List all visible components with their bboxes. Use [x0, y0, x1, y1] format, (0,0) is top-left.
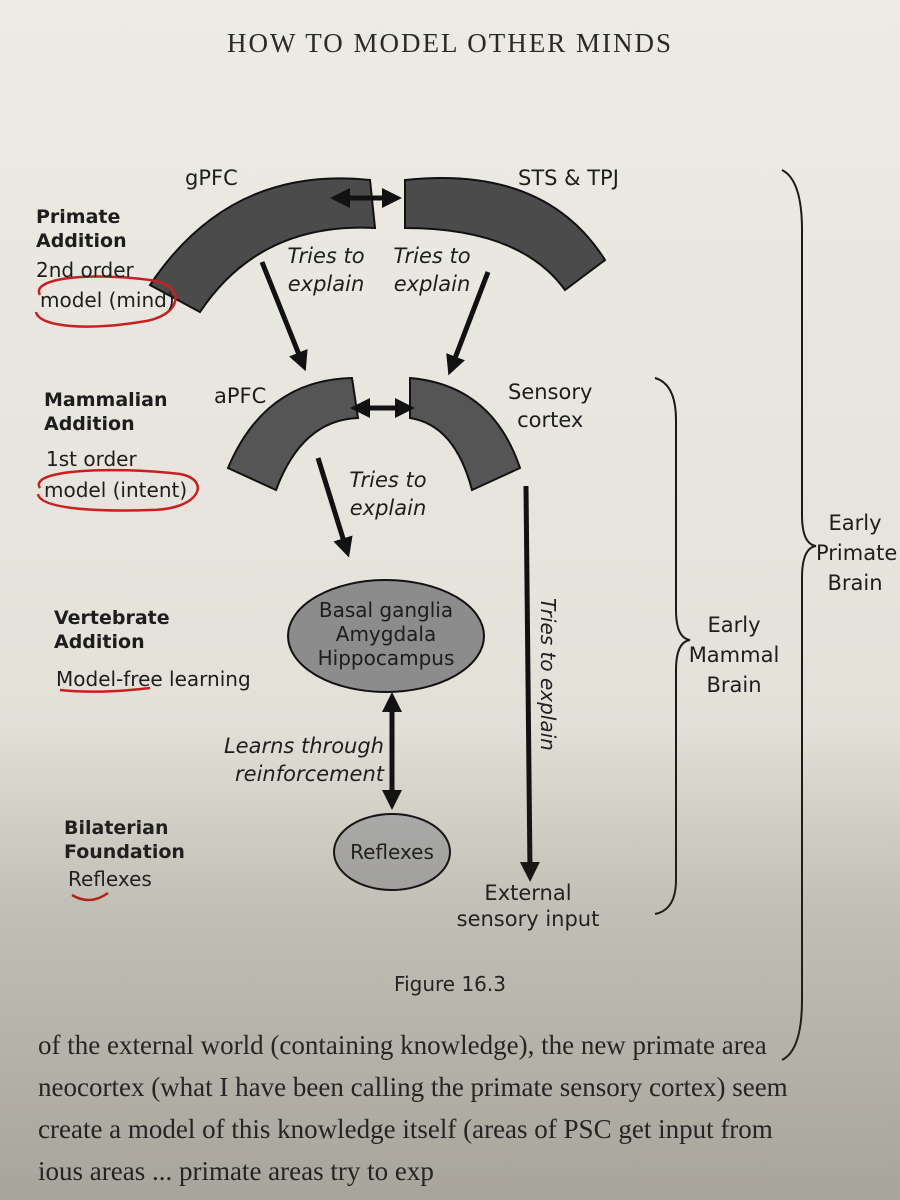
external-input-label: External sensory input	[448, 880, 608, 932]
gpfc-label: gPFC	[185, 166, 238, 190]
arrow-sensory-to-input	[526, 486, 530, 872]
sensory-cortex-label: Sensory cortex	[508, 378, 592, 434]
vertebrate-model-label: Model-free learning	[56, 666, 251, 692]
bilaterian-model-label: Reflexes	[68, 866, 152, 892]
body-line-2: neocortex (what I have been calling the …	[38, 1072, 900, 1103]
mammalian-order-label: 1st order	[46, 446, 137, 472]
early-mammal-brain-label: Early Mammal Brain	[684, 610, 784, 700]
red-underline-reflexes	[72, 893, 108, 900]
learns-label: Learns through reinforcement	[200, 732, 384, 788]
tries-right-label: Tries to explain	[382, 242, 482, 298]
reflexes-oval-text: Reflexes	[334, 840, 450, 864]
figure-caption: Figure 16.3	[0, 972, 900, 996]
primate-addition-label: Primate Addition	[36, 205, 127, 253]
mammalian-model-label: model (intent)	[44, 477, 187, 503]
sts-tpj-label: STS & TPJ	[518, 166, 619, 190]
tries-left-label: Tries to explain	[276, 242, 376, 298]
basal-ganglia-text: Basal ganglia Amygdala Hippocampus	[288, 598, 484, 670]
body-line-1: of the external world (containing knowle…	[38, 1030, 900, 1061]
vertebrate-addition-label: Vertebrate Addition	[54, 606, 170, 654]
body-line-4: ious areas ... primate areas try to exp	[38, 1156, 900, 1187]
bilaterian-foundation-label: Bilaterian Foundation	[64, 816, 185, 864]
primate-model-label: model (mind)	[40, 287, 175, 313]
early-primate-bracket	[782, 170, 816, 1060]
tries-mid-label: Tries to explain	[338, 466, 438, 522]
early-primate-brain-label: Early Primate Brain	[816, 508, 894, 598]
primate-order-label: 2nd order	[36, 257, 134, 283]
mammalian-addition-label: Mammalian Addition	[44, 388, 168, 436]
body-line-3: create a model of this knowledge itself …	[38, 1114, 900, 1145]
tries-vertical-label: Tries to explain	[536, 598, 560, 751]
apfc-label: aPFC	[214, 384, 266, 408]
